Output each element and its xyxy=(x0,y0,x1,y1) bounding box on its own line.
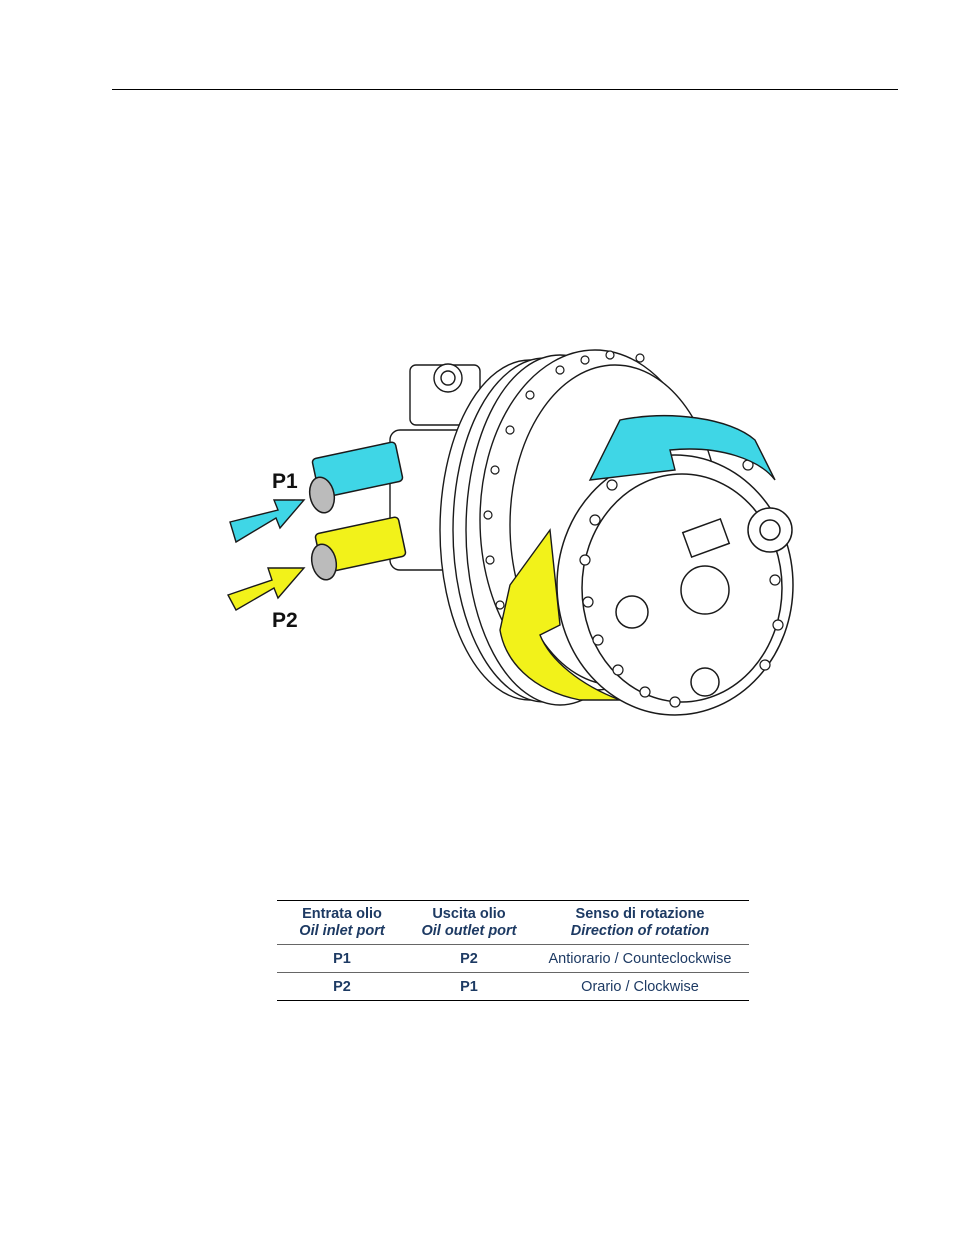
p1-inlet-arrow xyxy=(230,500,304,542)
header-direction-sub: Direction of rotation xyxy=(533,923,747,940)
drain-plug xyxy=(616,596,648,628)
row-2-outlet: P1 xyxy=(407,973,531,1001)
row-2-inlet: P2 xyxy=(277,973,407,1001)
header-direction-main: Senso di rotazione xyxy=(576,906,705,922)
row-2-direction: Orario / Clockwise xyxy=(531,973,749,1001)
header-outlet-main: Uscita olio xyxy=(432,906,505,922)
p2-label: P2 xyxy=(272,609,298,632)
table-header-row: Entrata olio Oil inlet port Uscita olio … xyxy=(277,901,749,945)
row-1-inlet: P1 xyxy=(277,945,407,973)
row-1-direction: Antiorario / Counteclockwise xyxy=(531,945,749,973)
logo-plate xyxy=(681,566,729,614)
motor-illustration: P1 P2 xyxy=(200,340,820,730)
header-rule xyxy=(112,89,898,90)
p2-inlet-arrow xyxy=(228,568,304,610)
header-inlet-main: Entrata olio xyxy=(302,906,382,922)
motor-drawing: P1 P2 xyxy=(200,340,820,730)
table-row: P2 P1 Orario / Clockwise xyxy=(277,973,749,1001)
fill-plug xyxy=(691,668,719,696)
header-inlet: Entrata olio Oil inlet port xyxy=(277,901,407,945)
p1-label: P1 xyxy=(272,470,298,493)
header-inlet-sub: Oil inlet port xyxy=(279,923,405,940)
header-outlet: Uscita olio Oil outlet port xyxy=(407,901,531,945)
header-direction: Senso di rotazione Direction of rotation xyxy=(531,901,749,945)
row-1-outlet: P2 xyxy=(407,945,531,973)
rotation-table: Entrata olio Oil inlet port Uscita olio … xyxy=(277,900,749,1001)
table-row: P1 P2 Antiorario / Counteclockwise xyxy=(277,945,749,973)
header-outlet-sub: Oil outlet port xyxy=(409,923,529,940)
